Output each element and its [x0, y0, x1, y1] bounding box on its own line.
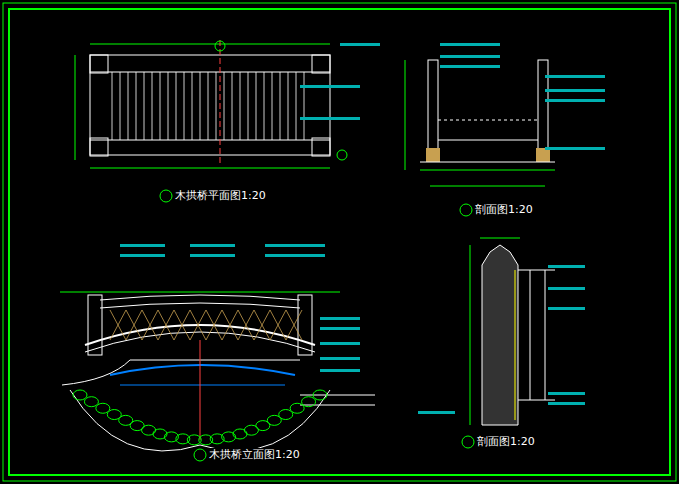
stone — [84, 397, 98, 407]
stone — [290, 403, 304, 413]
annotation-leader — [340, 43, 380, 46]
rail-lattice — [110, 310, 126, 340]
deck-slat — [272, 72, 273, 140]
deck-slat — [120, 72, 121, 140]
deck-slat — [176, 72, 177, 140]
annotation-leader — [548, 287, 585, 290]
rail-lattice — [158, 310, 174, 340]
rail-lattice — [190, 310, 206, 340]
section-view — [405, 60, 555, 216]
rail-lattice — [286, 310, 302, 340]
annotation-leader — [440, 55, 500, 58]
annotation-leader — [265, 244, 325, 247]
annotation-leader — [320, 317, 360, 320]
deck-slat — [216, 72, 217, 140]
stone — [73, 390, 87, 400]
annotation-leader — [320, 327, 360, 330]
deck-slat — [184, 72, 185, 140]
annotation-leader — [548, 265, 585, 268]
rail-lattice — [238, 310, 254, 340]
rail-lattice — [270, 310, 286, 340]
view-title: 木拱桥立面图1:20 — [208, 448, 301, 461]
annotation-leader — [120, 244, 165, 247]
annotation-leader — [120, 254, 165, 257]
deck-slat — [256, 72, 257, 140]
annotation-leader — [548, 307, 585, 310]
annotation-leader — [190, 244, 235, 247]
rail-lattice — [254, 310, 270, 340]
rail-lattice — [174, 310, 190, 340]
view-title: 剖面图1:20 — [476, 435, 536, 448]
deck-slat — [288, 72, 289, 140]
annotation-leader — [418, 411, 455, 414]
rail-lattice — [222, 310, 238, 340]
deck-slat — [112, 72, 113, 140]
annotation-leader — [548, 402, 585, 405]
annotation-leader — [548, 392, 585, 395]
rail-lattice — [126, 310, 142, 340]
annotation-leader — [300, 117, 360, 120]
deck-slat — [136, 72, 137, 140]
deck-slat — [248, 72, 249, 140]
stone — [96, 403, 110, 413]
deck-slat — [152, 72, 153, 140]
annotation-leader — [440, 43, 500, 46]
deck-slat — [224, 72, 225, 140]
section-view — [462, 238, 555, 448]
deck-slat — [208, 72, 209, 140]
deck-slat — [192, 72, 193, 140]
annotation-leader — [545, 99, 605, 102]
rail-lattice — [190, 310, 206, 340]
elevation-view — [60, 292, 375, 461]
annotation-leader — [265, 254, 325, 257]
stone — [302, 397, 316, 407]
annotation-leader — [320, 357, 360, 360]
rail-lattice — [222, 310, 238, 340]
rail-lattice — [238, 310, 254, 340]
annotation-leader — [545, 75, 605, 78]
annotation-leader — [440, 65, 500, 68]
annotation-leader — [320, 369, 360, 372]
deck-slat — [296, 72, 297, 140]
rail-lattice — [110, 310, 126, 340]
deck-slat — [280, 72, 281, 140]
stone — [313, 390, 327, 400]
rail-lattice — [206, 310, 222, 340]
rail-lattice — [174, 310, 190, 340]
rail-lattice — [206, 310, 222, 340]
view-title: 木拱桥平面图1:20 — [174, 189, 267, 202]
rail-lattice — [254, 310, 270, 340]
rail-lattice — [142, 310, 158, 340]
annotation-leader — [320, 342, 360, 345]
annotation-leader — [300, 85, 360, 88]
deck-slat — [200, 72, 201, 140]
rail-lattice — [286, 310, 302, 340]
rail-lattice — [142, 310, 158, 340]
deck-slat — [168, 72, 169, 140]
rail-lattice — [158, 310, 174, 340]
annotation-leader — [545, 89, 605, 92]
deck-slat — [264, 72, 265, 140]
view-title: 剖面图1:20 — [474, 203, 534, 216]
deck-slat — [304, 72, 305, 140]
deck-slat — [144, 72, 145, 140]
deck-slat — [240, 72, 241, 140]
annotation-leader — [190, 254, 235, 257]
plan-view — [75, 40, 347, 202]
deck-slat — [232, 72, 233, 140]
annotation-leader — [545, 147, 605, 150]
stone — [279, 410, 293, 420]
deck-slat — [128, 72, 129, 140]
deck-slat — [160, 72, 161, 140]
rail-lattice — [270, 310, 286, 340]
rail-lattice — [126, 310, 142, 340]
